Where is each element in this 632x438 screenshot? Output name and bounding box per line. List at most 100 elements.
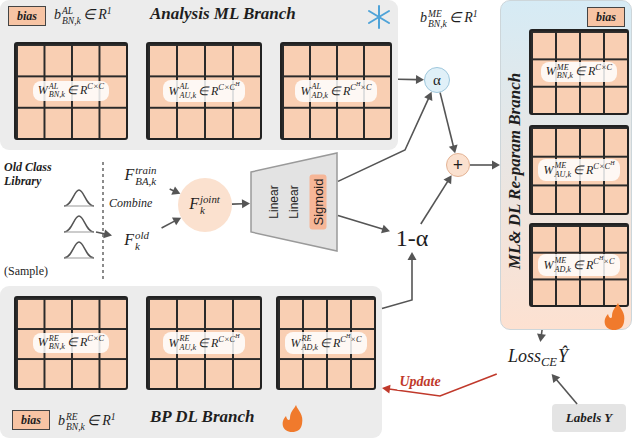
formula: WALAU,k∈ RC×CH [163,80,244,101]
connector [96,229,112,238]
node-text: BA,k [135,176,156,187]
matrix-symbol: W [300,84,310,98]
connector-line [338,98,429,181]
connector [537,330,546,342]
matrix-symbol: ×C [350,335,361,344]
sup-sub-stack: oldk [135,230,149,253]
formula-part: ∈ R [449,10,473,25]
branch-panel: BP DL BranchWREBN,k∈ RC×CWREAU,k∈ RC×CHW… [0,286,382,438]
node-text: F [125,166,135,183]
matrix-symbol: H [610,160,614,166]
sup-sub-stack: trainBA,k [135,165,156,188]
arrowhead [103,229,112,238]
formula-part: ∈ R [87,413,111,428]
edge-label: Update [397,374,442,390]
arrowhead [171,186,180,194]
sigmoid-layer: Sigmoid [310,175,327,230]
matrix-symbol: ∈ R [67,335,87,349]
connector-line [338,215,383,229]
connector [440,93,457,154]
matrix-symbol: RE [49,335,65,344]
weight-matrix: WALAD,k∈ RCH×C [280,42,392,140]
connector-line [382,259,412,308]
matrix-symbol: C [593,257,599,266]
sample-note: (Sample) [4,264,48,279]
connector-line [232,203,243,205]
matrix-symbol: AD,k [301,344,318,353]
connector [398,75,424,84]
text-node: Foldk [112,228,162,254]
weight-matrix: WALBN,k∈ RC×C [14,42,128,140]
matrix-symbol: ∈ R [575,64,595,78]
library-title: Old Class Library [4,160,60,189]
matrix-symbol: AD,k [554,266,571,275]
matrix-symbol: W [168,336,178,350]
matrix-symbol: W [543,163,553,177]
weight-matrix: WMEAD,k∈ RCH×C [529,223,629,307]
matrix-symbol: W [543,258,553,272]
connector [552,374,578,404]
bias-box: bias [8,6,46,26]
fire-icon [605,303,625,330]
formula: bias [21,413,41,428]
formula-part: BN,k [428,19,447,29]
sup-sub-stack: REBN,k [66,412,85,432]
old-class-library: Old Class Library (Sample) [4,158,96,286]
arrowhead [492,161,500,170]
formula: α [433,72,441,89]
text-node: LossCEŶ [496,342,580,374]
connector-line [170,189,174,191]
formula: Foldk [124,230,150,253]
panel-title: Analysis ML Branch [150,4,296,24]
text-node: 1-α [390,224,434,252]
node-text: Loss [508,346,541,366]
connector-line [440,93,453,147]
snowflake-icon [369,6,389,28]
matrix-symbol: C×C [87,82,104,91]
arrowhead [172,217,181,225]
formula: 1-α [396,225,429,252]
matrix-symbol: ME [554,162,571,171]
panel-title: ML& DL Re-param Branch [505,73,525,269]
matrix-symbol: W [38,335,48,349]
bias-formula: Combine [108,196,152,211]
sup-sub-stack: jointk [200,194,220,217]
connector [170,186,181,194]
node-text: bias [21,413,41,427]
matrix-symbol: AD,k [311,92,328,101]
connector [232,199,250,208]
connector [470,161,500,170]
connector-line [541,330,543,335]
formula: WMEAU,k∈ RC×CH [538,159,619,180]
arrowhead [424,92,432,101]
formula-part: b [58,413,65,428]
matrix-symbol: C×C [87,334,104,343]
connector-line [556,379,577,404]
bias-box: bias [12,410,50,430]
weight-matrix: WREAU,k∈ RC×CH [146,296,262,390]
matrix-symbol: ∈ R [573,163,593,177]
matrix-symbol: W [38,83,48,97]
matrix-symbol: W [546,64,556,78]
matrix-symbol: H [235,81,239,87]
weight-matrix: WMEAU,k∈ RC×CH [529,125,629,215]
node-text: joint [200,194,220,205]
arrowhead [537,333,546,342]
sup-sub-stack: MEBN,k [557,64,573,81]
formula-part: BN,k [66,422,85,432]
text-node: FtrainBA,k [112,163,170,189]
arrowhead [408,252,417,260]
matrix-symbol: AL [49,83,65,92]
weight-matrix: WMEBN,k∈ RC×C [529,29,629,115]
sup-sub-stack: READ,k [301,335,318,352]
formula-part: BN,k [62,16,81,26]
operator-circle: Fjointk [178,178,232,232]
formula: WMEAD,k∈ RCH×C [538,254,619,275]
formula-part: 1 [111,411,116,422]
formula-part: RE [66,412,85,422]
connector [382,374,497,396]
matrix-symbol: ∈ R [67,83,87,97]
matrix-symbol: H [599,255,603,261]
matrix-symbol: C×C [593,162,610,171]
